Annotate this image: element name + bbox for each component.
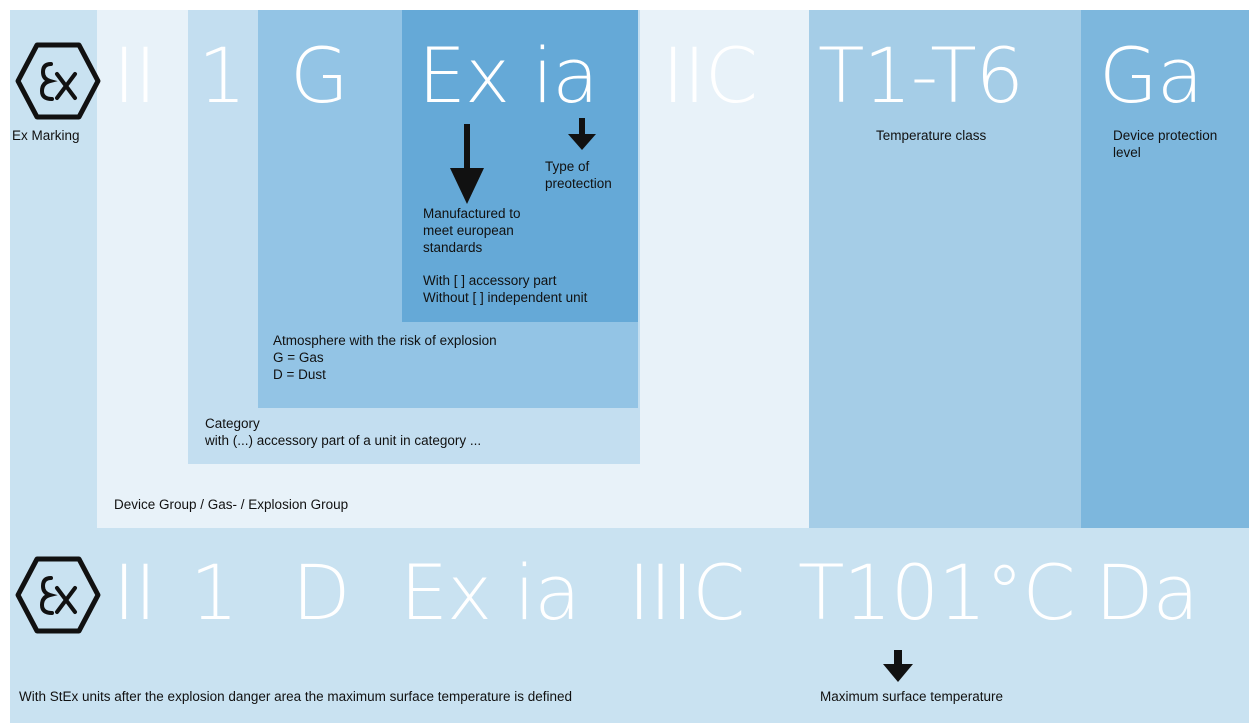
ex-hexagon-icon — [15, 556, 101, 634]
atmosphere-label: Atmosphere with the risk of explosion G … — [273, 333, 497, 382]
marking-protection: Ex ia — [400, 548, 581, 637]
marking-temperature: T101°C — [798, 548, 1076, 637]
ex-hexagon-icon — [15, 42, 101, 120]
marking-epl: Da — [1095, 548, 1199, 637]
marking-dust-group: IIIC — [628, 548, 745, 637]
diagram-background-bottom — [10, 528, 1249, 723]
category-label: Category with (...) accessory part of a … — [205, 416, 482, 448]
temperature-class-label: Temperature class — [876, 128, 987, 143]
marking-group: II — [113, 31, 157, 120]
device-protection-level-label: Device protection level — [1113, 128, 1218, 160]
arrow-down-icon — [882, 650, 914, 689]
marking-temp-class: T1-T6 — [818, 31, 1024, 120]
marking-protection: Ex ia — [418, 31, 599, 120]
marking-epl: Ga — [1099, 31, 1203, 120]
arrow-down-icon — [566, 118, 598, 157]
device-group-label: Device Group / Gas- / Explosion Group — [114, 497, 349, 512]
with-without-label: With [ ] accessory part Without [ ] inde… — [423, 273, 588, 305]
epl-region — [1081, 10, 1249, 528]
marking-category: 1 — [198, 31, 246, 120]
ex-marking-label: Ex Marking — [12, 128, 80, 143]
stex-note-label: With StEx units after the explosion dang… — [19, 689, 573, 704]
marking-category: 1 — [190, 548, 238, 637]
marking-group: II — [113, 548, 157, 637]
protection-region — [402, 10, 638, 322]
marking-atmosphere: G — [290, 31, 349, 120]
marking-atmosphere: D — [292, 548, 351, 637]
manufactured-label: Manufactured to meet european standards — [423, 206, 521, 255]
max-surface-temp-label: Maximum surface temperature — [820, 689, 1004, 704]
temperature-class-region — [809, 10, 1081, 528]
type-of-protection-label: Type of preotection — [545, 159, 612, 191]
marking-gas-group: IIC — [662, 31, 758, 120]
arrow-down-icon — [449, 124, 485, 211]
